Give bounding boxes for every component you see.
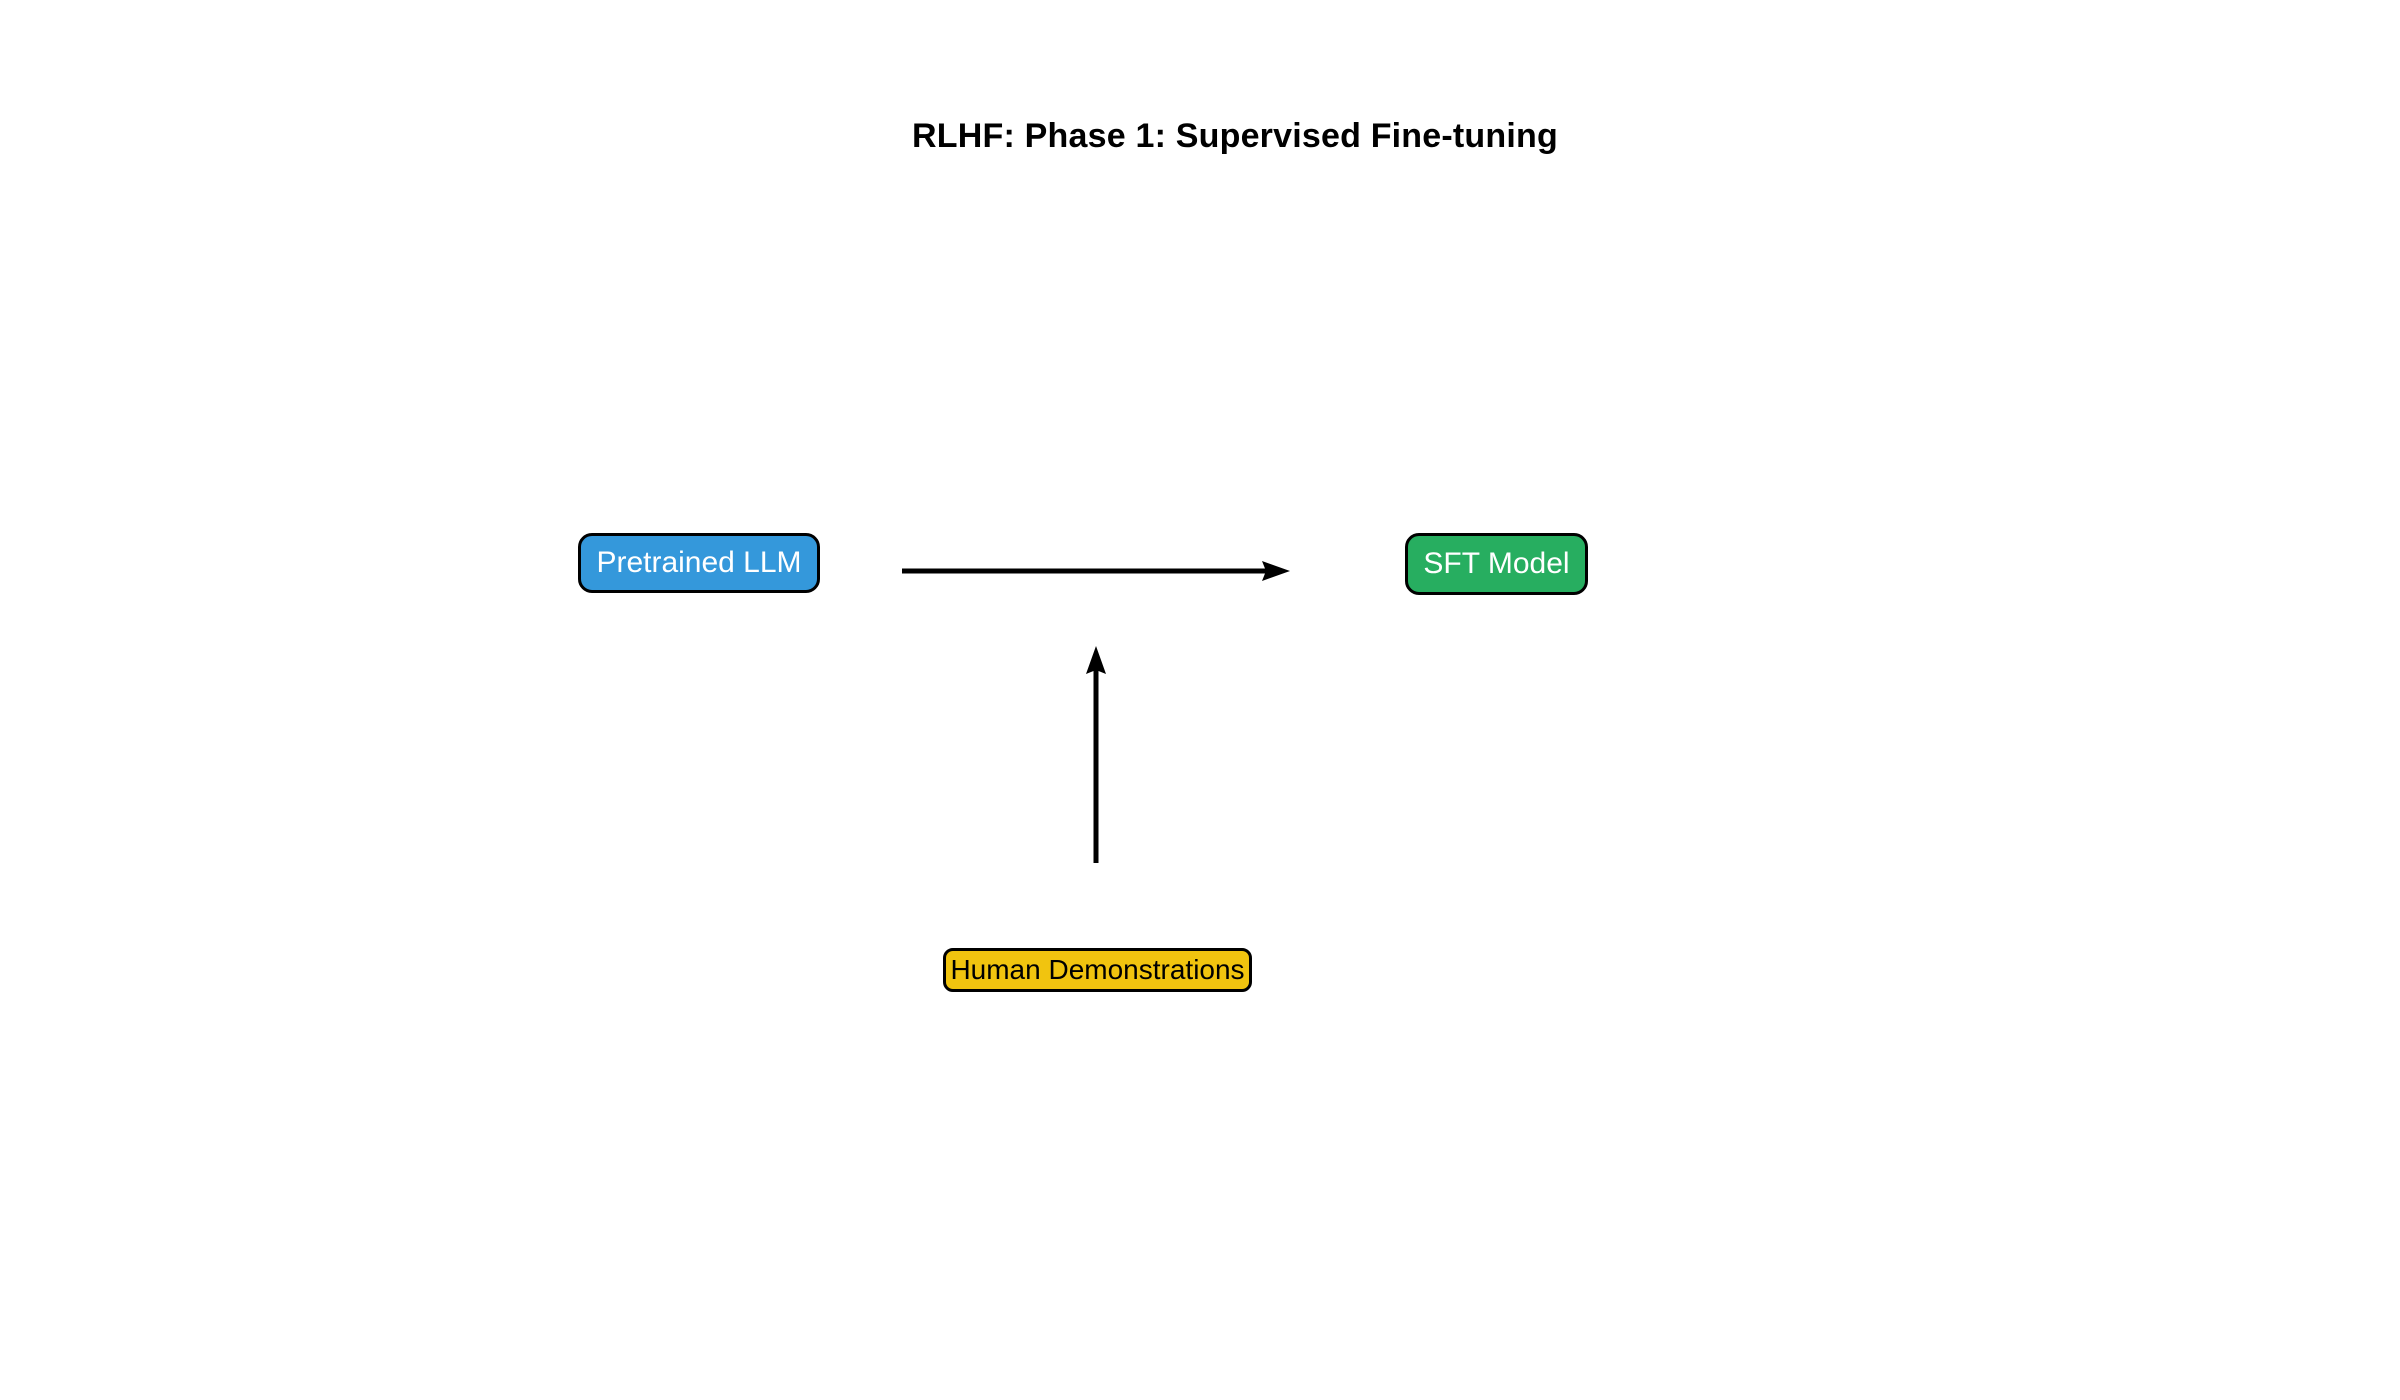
edge-pretrained-to-sft-arrow xyxy=(902,561,1290,581)
arrow-right-head-icon xyxy=(1262,561,1290,581)
node-human-demonstrations: Human Demonstrations xyxy=(943,948,1252,992)
node-pretrained-llm-label: Pretrained LLM xyxy=(596,546,802,579)
node-sft-model: SFT Model xyxy=(1405,533,1588,595)
edge-demonstrations-up-arrow xyxy=(1086,646,1106,863)
node-sft-model-label: SFT Model xyxy=(1423,547,1570,580)
node-pretrained-llm: Pretrained LLM xyxy=(578,533,820,593)
arrow-up-head-icon xyxy=(1086,646,1106,674)
diagram-title: RLHF: Phase 1: Supervised Fine-tuning xyxy=(912,117,1558,155)
node-human-demonstrations-label: Human Demonstrations xyxy=(950,954,1245,985)
